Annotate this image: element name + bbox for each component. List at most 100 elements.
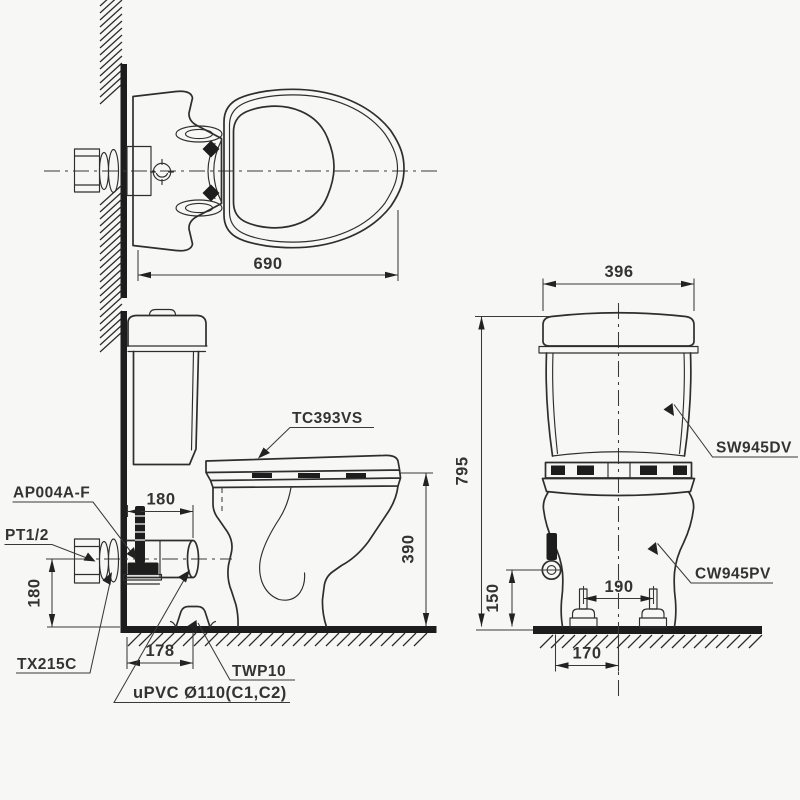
seat-lip [541,477,696,497]
cistern-body-inner [552,352,685,455]
valve-stem-threads [135,515,145,541]
label-drain-pipe: uPVC Ø110(C1,C2) [133,684,287,702]
wall-line [120,311,127,632]
bolt-base-right [638,617,668,628]
side-view: 180 180 390 178 TC393VS AP004A-F PT1/2 T… [4,184,437,704]
hinge-pin-top [202,140,220,158]
cistern-body-sides [545,352,692,457]
seat-band-ticks [607,461,631,479]
label-supply-thread: PT1/2 [5,527,49,544]
floor-hatching [127,632,428,647]
seat-band-mark [640,465,657,475]
dim-overall-depth: 690 [253,255,282,273]
leader-bowl [657,543,773,584]
cistern-plan-outline [132,90,223,252]
bowl-rear-profile [212,486,239,628]
supply-stub [73,538,101,584]
leader-supply-thread-arrow [83,552,96,562]
leader-floor-flange-arrow [187,620,198,633]
wall-line [120,64,127,298]
bowl-front-profile [321,485,399,628]
wall-hatching [99,0,123,105]
label-seat-model: TC393VS [292,410,363,427]
pipe-collar [98,540,110,581]
leader-cistern-arrow [663,403,674,416]
hinge-wing-bottom-inner [184,202,214,214]
pipe-collar-2 [107,538,120,583]
dim-outlet-height: 180 [26,578,44,607]
seat-hatch-mark [298,473,320,478]
cistern-lid-knob [148,308,177,317]
seat-hatch-mark [252,473,272,478]
label-cistern-model: SW945DV [716,440,792,457]
seat-band-mark [551,465,565,475]
leader-supply-thread [4,543,93,561]
dim-bolt-spacing: 190 [604,578,633,596]
front-view: 396 795 150 190 170 SW945DV CW945PV [454,263,798,697]
leader-stop-valve-arrow [102,572,112,585]
hinge-wing-top [175,125,223,143]
leader-seat-arrow [258,447,270,459]
dim-795-extensions [475,315,549,631]
bolt-base-left [569,617,598,628]
floor-flange-bump [175,605,211,628]
leader-drain-pipe [113,572,290,704]
dim-170-arrows [555,662,619,669]
label-floor-flange: TWP10 [232,663,286,680]
dim-150-arrows [508,570,516,627]
dim-inlet-height: 150 [484,583,502,612]
wall-hatching [99,184,123,353]
supply-shaft [546,533,557,560]
dim-outlet-setback: 178 [145,642,174,660]
hinge-wing-top-inner [184,128,214,140]
leader-stop-valve [16,577,112,674]
floor-hatching [539,634,763,649]
dim-690-extensions [137,210,399,281]
cistern-lid-lip [538,345,699,354]
dim-inlet-offset: 170 [572,645,601,663]
top-view: 690 [44,0,442,298]
dim-total-height: 795 [454,456,472,485]
leader-inlet-fitting [12,501,136,559]
dim-rim-height: 390 [400,534,418,563]
floor-line [120,626,437,633]
label-inlet-fitting: AP004A-F [13,485,90,502]
leader-cistern [673,404,798,458]
floor-flange-base [169,620,217,628]
valve-stem [135,506,145,563]
hinge-wing-bottom [175,199,223,217]
dim-inlet-setback: 180 [146,491,175,509]
bolt-cap-right [641,608,665,619]
leader-floor-flange [197,622,295,681]
wall-escutcheon [126,145,152,197]
cistern-body [132,350,200,466]
valve-handle [122,573,163,581]
bolt-cap-left [571,608,596,619]
cistern-body-inner [190,350,195,451]
cistern-lid [127,314,207,347]
flush-button-marks [149,158,175,186]
trapway-curve [259,486,306,601]
label-stop-valve: TX215C [17,656,77,673]
label-bowl-model: CW945PV [695,566,771,583]
dim-tank-width: 396 [604,263,633,281]
dim-190-extensions [582,586,655,604]
seat-lid-outer [223,88,405,249]
cistern-lid-lip [126,345,208,353]
seat-lid-ring [228,94,399,243]
seat-hatch-mark [346,473,366,478]
bowl-pedestal-sides [542,491,695,628]
hinge-pin-bottom [202,184,220,202]
floor-line [533,626,762,634]
supply-stub-lines [73,545,101,576]
seat-profile [205,454,402,489]
seat-band-mark [673,465,687,475]
seat-band-mark [577,465,594,475]
cistern-bottom-arc [551,451,686,457]
leader-inlet-fitting-arrow [126,547,137,560]
supply-stub-lines [73,155,101,186]
leader-drain-pipe-arrow [178,570,190,583]
leader-seat [259,426,374,458]
